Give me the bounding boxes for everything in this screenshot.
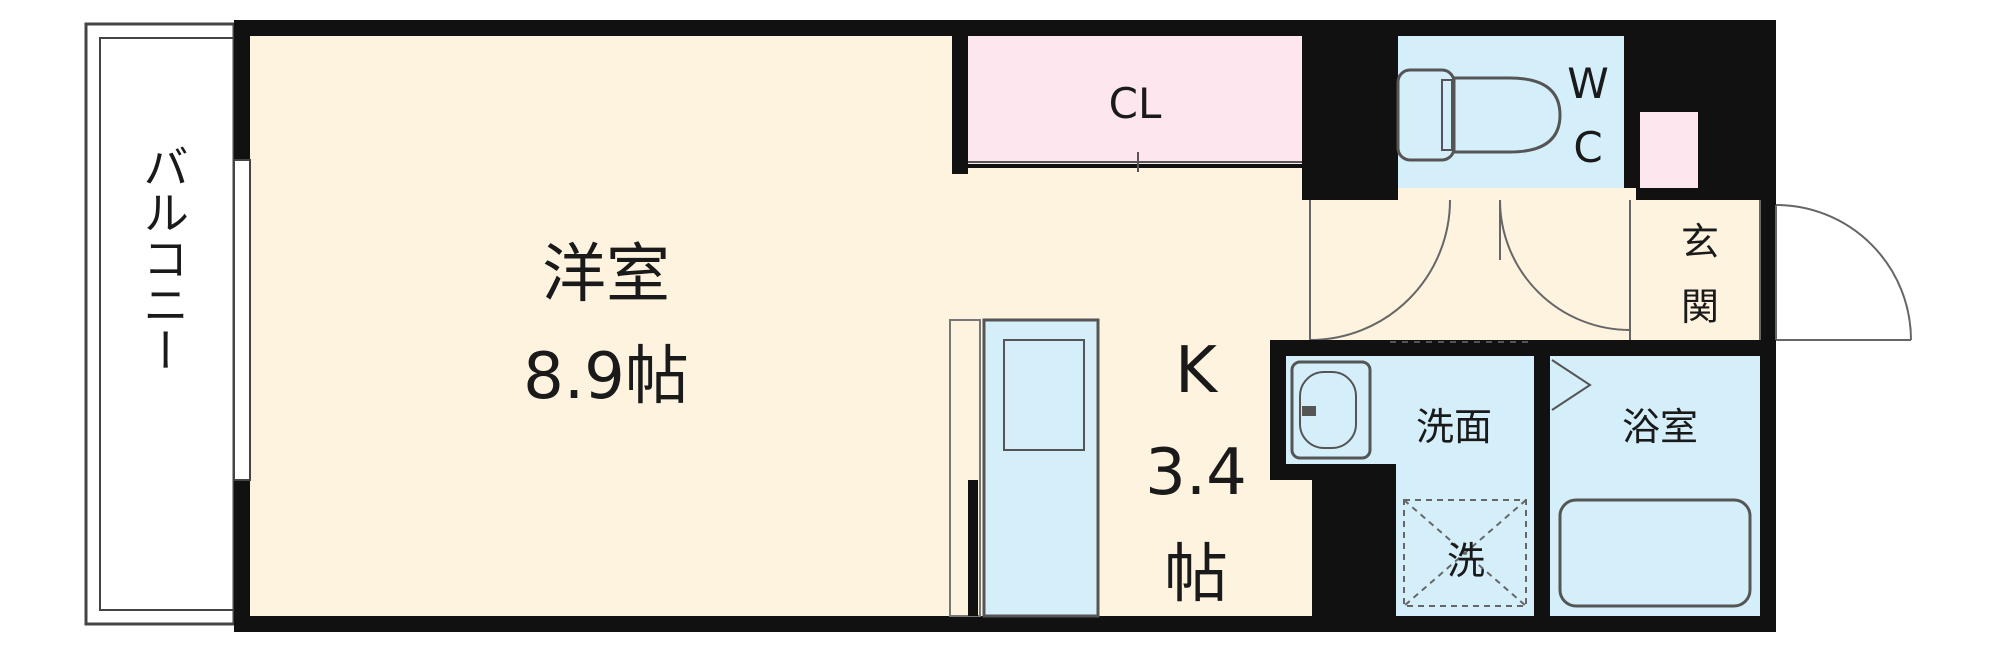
wall-wash-left — [1270, 340, 1286, 480]
kitchen-size-number: 3.4 — [1145, 436, 1247, 510]
western-room-size: 8.9帖 — [523, 340, 689, 414]
wall-wet-top — [1270, 340, 1776, 356]
closet-floor — [968, 36, 1302, 164]
kitchen-size-unit: 帖 — [1164, 538, 1228, 612]
laundry-pan — [1403, 499, 1527, 607]
toilet-icon — [1396, 68, 1562, 162]
door-swings — [1309, 199, 1912, 341]
toilet-label-line2: C — [1573, 123, 1602, 172]
balcony-label: バルコニー — [136, 143, 190, 373]
entrance-floor — [1636, 200, 1760, 340]
washroom-label: 洗面 — [1416, 405, 1492, 449]
toilet-label-line1: W — [1567, 59, 1609, 108]
wall-closet-right — [1302, 36, 1398, 200]
kitchen-counter — [949, 318, 1100, 618]
wall-laundry-left — [1380, 464, 1396, 616]
closet-label: CL — [1109, 79, 1162, 128]
balcony: バルコニー — [84, 22, 236, 626]
wall-closet-left — [952, 36, 968, 174]
western-room-label: 洋室 — [542, 238, 670, 312]
shoe-cabinet — [1640, 112, 1698, 188]
sink-icon — [1290, 360, 1372, 460]
western-room-floor — [250, 36, 962, 616]
wall-wc-right — [1624, 36, 1776, 112]
kitchen-label: K — [1175, 334, 1219, 408]
laundry-floor — [1396, 464, 1534, 616]
svg-text:バルコニー: バルコニー — [136, 143, 190, 373]
wall-wash-step — [1270, 464, 1396, 480]
bath-door-icon — [1551, 359, 1592, 411]
bathtub-icon — [1558, 498, 1752, 608]
entrance-label-line1: 玄 — [1681, 220, 1719, 264]
wall-bath-left — [1534, 340, 1550, 616]
wall-entrance-top — [1698, 112, 1776, 200]
wc-door-gap — [1398, 188, 1636, 200]
laundry-label: 洗 — [1447, 539, 1485, 583]
hall-floor — [1306, 200, 1636, 340]
entrance-label-line2: 関 — [1681, 285, 1719, 329]
balcony-window — [233, 159, 251, 481]
bathroom-label: 浴室 — [1622, 405, 1698, 449]
